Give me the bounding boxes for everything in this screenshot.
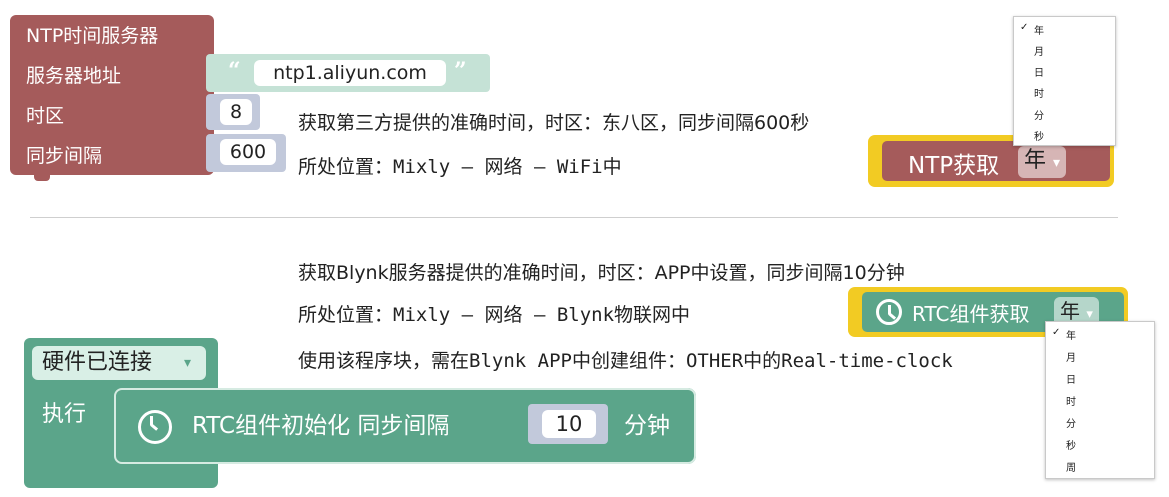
chevron-down-icon: ▾ [1086, 307, 1093, 322]
menu-item-minute[interactable]: 分 [1066, 419, 1076, 430]
interval-field[interactable]: 600 [220, 139, 276, 165]
rtc-get-label: RTC组件获取 [912, 302, 1030, 326]
ntp-block-title: NTP时间服务器 [26, 25, 159, 47]
timezone-label: 时区 [26, 105, 65, 127]
rtc-interval-field[interactable]: 10 [542, 410, 596, 438]
ntp-time-unit-menu[interactable]: ✓ 年 月 日 时 分 秒 [1013, 16, 1116, 146]
clock-icon [876, 299, 902, 325]
menu-item-second[interactable]: 秒 [1034, 132, 1044, 143]
rtc-init-block[interactable]: RTC组件初始化 同步间隔 10 分钟 [114, 388, 696, 464]
section-divider [30, 217, 1118, 218]
rtc-init-label: RTC组件初始化 同步间隔 [192, 413, 450, 439]
timezone-field[interactable]: 8 [220, 99, 252, 125]
rtc-get-block[interactable]: RTC组件获取 年 ▾ [848, 287, 1128, 337]
blynk-description-line1: 获取Blynk服务器提供的准确时间，时区：APP中设置，同步间隔10分钟 [298, 262, 905, 284]
rtc-get-dropdown-value: 年 [1060, 299, 1080, 323]
ntp-get-dropdown-value: 年 [1024, 148, 1047, 173]
hardware-connected-value: 硬件已连接 [42, 350, 153, 375]
quote-close-icon: ” [454, 58, 467, 84]
menu-item-second[interactable]: 秒 [1066, 441, 1076, 452]
rtc-time-unit-menu[interactable]: ✓ 年 月 日 时 分 秒 周 [1045, 321, 1155, 479]
exec-label: 执行 [42, 402, 87, 427]
menu-item-week[interactable]: 周 [1066, 463, 1076, 474]
server-address-string-block[interactable]: “ ntp1.aliyun.com ” [206, 54, 490, 92]
ntp-get-dropdown[interactable]: 年 ▾ [1018, 146, 1067, 178]
chevron-down-icon: ▾ [184, 355, 192, 371]
server-address-field[interactable]: ntp1.aliyun.com [254, 60, 446, 86]
ntp-server-block[interactable]: NTP时间服务器 服务器地址 时区 同步间隔 [10, 15, 214, 181]
blynk-description-line2: 所处位置：Mixly – 网络 – Blynk物联网中 [298, 304, 691, 326]
rtc-init-unit-label: 分钟 [624, 413, 670, 439]
timezone-number-block[interactable]: 8 [206, 94, 260, 130]
menu-item-month[interactable]: 月 [1066, 353, 1076, 364]
menu-item-day[interactable]: 日 [1034, 68, 1044, 79]
menu-item-hour[interactable]: 时 [1066, 397, 1076, 408]
menu-item-year[interactable]: 年 [1034, 26, 1044, 37]
menu-item-minute[interactable]: 分 [1034, 111, 1044, 122]
rtc-get-block-body[interactable]: RTC组件获取 年 ▾ [862, 292, 1124, 332]
ntp-description-line1: 获取第三方提供的准确时间，时区：东八区，同步间隔600秒 [298, 112, 810, 134]
ntp-description-line2: 所处位置：Mixly – 网络 – WiFi中 [298, 156, 622, 178]
menu-item-day[interactable]: 日 [1066, 375, 1076, 386]
menu-item-hour[interactable]: 时 [1034, 89, 1044, 100]
check-icon: ✓ [1020, 22, 1029, 33]
quote-open-icon: “ [228, 58, 241, 84]
ntp-get-block-body[interactable]: NTP获取 年 ▾ [882, 141, 1110, 181]
server-address-label: 服务器地址 [26, 65, 122, 87]
check-icon: ✓ [1052, 327, 1061, 338]
clock-icon [138, 410, 172, 444]
rtc-init-outline [114, 388, 696, 464]
interval-number-block[interactable]: 600 [206, 134, 286, 172]
hardware-connected-dropdown[interactable]: 硬件已连接 ▾ [32, 346, 206, 380]
menu-item-month[interactable]: 月 [1034, 47, 1044, 58]
blynk-description-line3: 使用该程序块，需在Blynk APP中创建组件：OTHER中的Real-time… [298, 350, 953, 372]
ntp-get-label: NTP获取 [908, 153, 1000, 179]
chevron-down-icon: ▾ [1053, 155, 1061, 171]
sync-interval-label: 同步间隔 [26, 145, 103, 167]
menu-item-year[interactable]: 年 [1066, 331, 1076, 342]
rtc-interval-number-block[interactable]: 10 [528, 404, 608, 444]
